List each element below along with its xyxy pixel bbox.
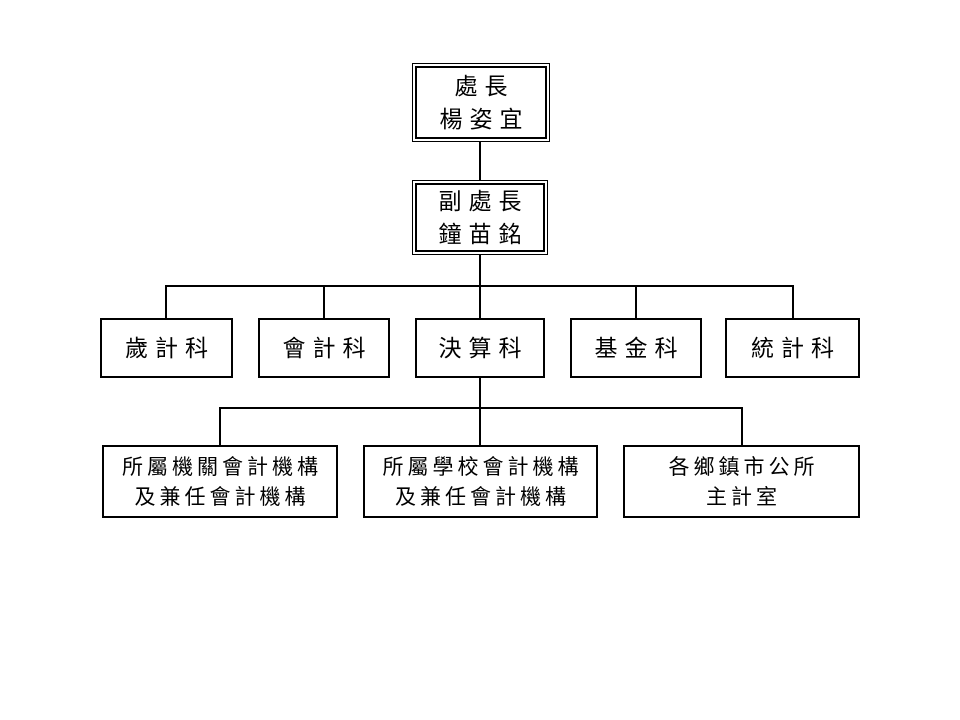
dept-label: 基金科	[594, 335, 685, 361]
dept-label: 會計科	[282, 335, 373, 361]
node-subunit-0: 所屬機關會計機構 及兼任會計機構	[102, 445, 338, 518]
dept-label: 決算科	[438, 335, 529, 361]
node-subunit-2: 各鄉鎮市公所 主計室	[623, 445, 860, 518]
subunit-line2: 及兼任會計機構	[395, 484, 570, 509]
dept-label: 歲計科	[125, 335, 215, 361]
node-dept-0: 歲計科	[100, 318, 233, 378]
node-deputy-director-frame: 副處長 鐘苗銘	[415, 183, 545, 252]
deputy-director-title: 副處長	[438, 188, 529, 214]
node-deputy-director: 副處長 鐘苗銘	[412, 180, 548, 255]
subunit-line2: 及兼任會計機構	[134, 484, 310, 509]
deputy-director-name: 鐘苗銘	[438, 221, 529, 247]
subunit-line1: 各鄉鎮市公所	[668, 454, 819, 479]
node-dept-4: 統計科	[725, 318, 860, 378]
node-dept-2: 決算科	[415, 318, 545, 378]
subunit-line2: 主計室	[706, 484, 781, 509]
director-title: 處長	[454, 73, 515, 99]
node-dept-1: 會計科	[258, 318, 390, 378]
subunit-line1: 所屬機關會計機構	[122, 454, 322, 479]
node-subunit-1: 所屬學校會計機構 及兼任會計機構	[363, 445, 598, 518]
node-director: 處長 楊姿宜	[412, 63, 550, 142]
subunit-line1: 所屬學校會計機構	[382, 454, 583, 479]
node-director-frame: 處長 楊姿宜	[415, 66, 547, 139]
director-name: 楊姿宜	[439, 106, 530, 132]
dept-label: 統計科	[751, 335, 841, 361]
node-dept-3: 基金科	[570, 318, 702, 378]
